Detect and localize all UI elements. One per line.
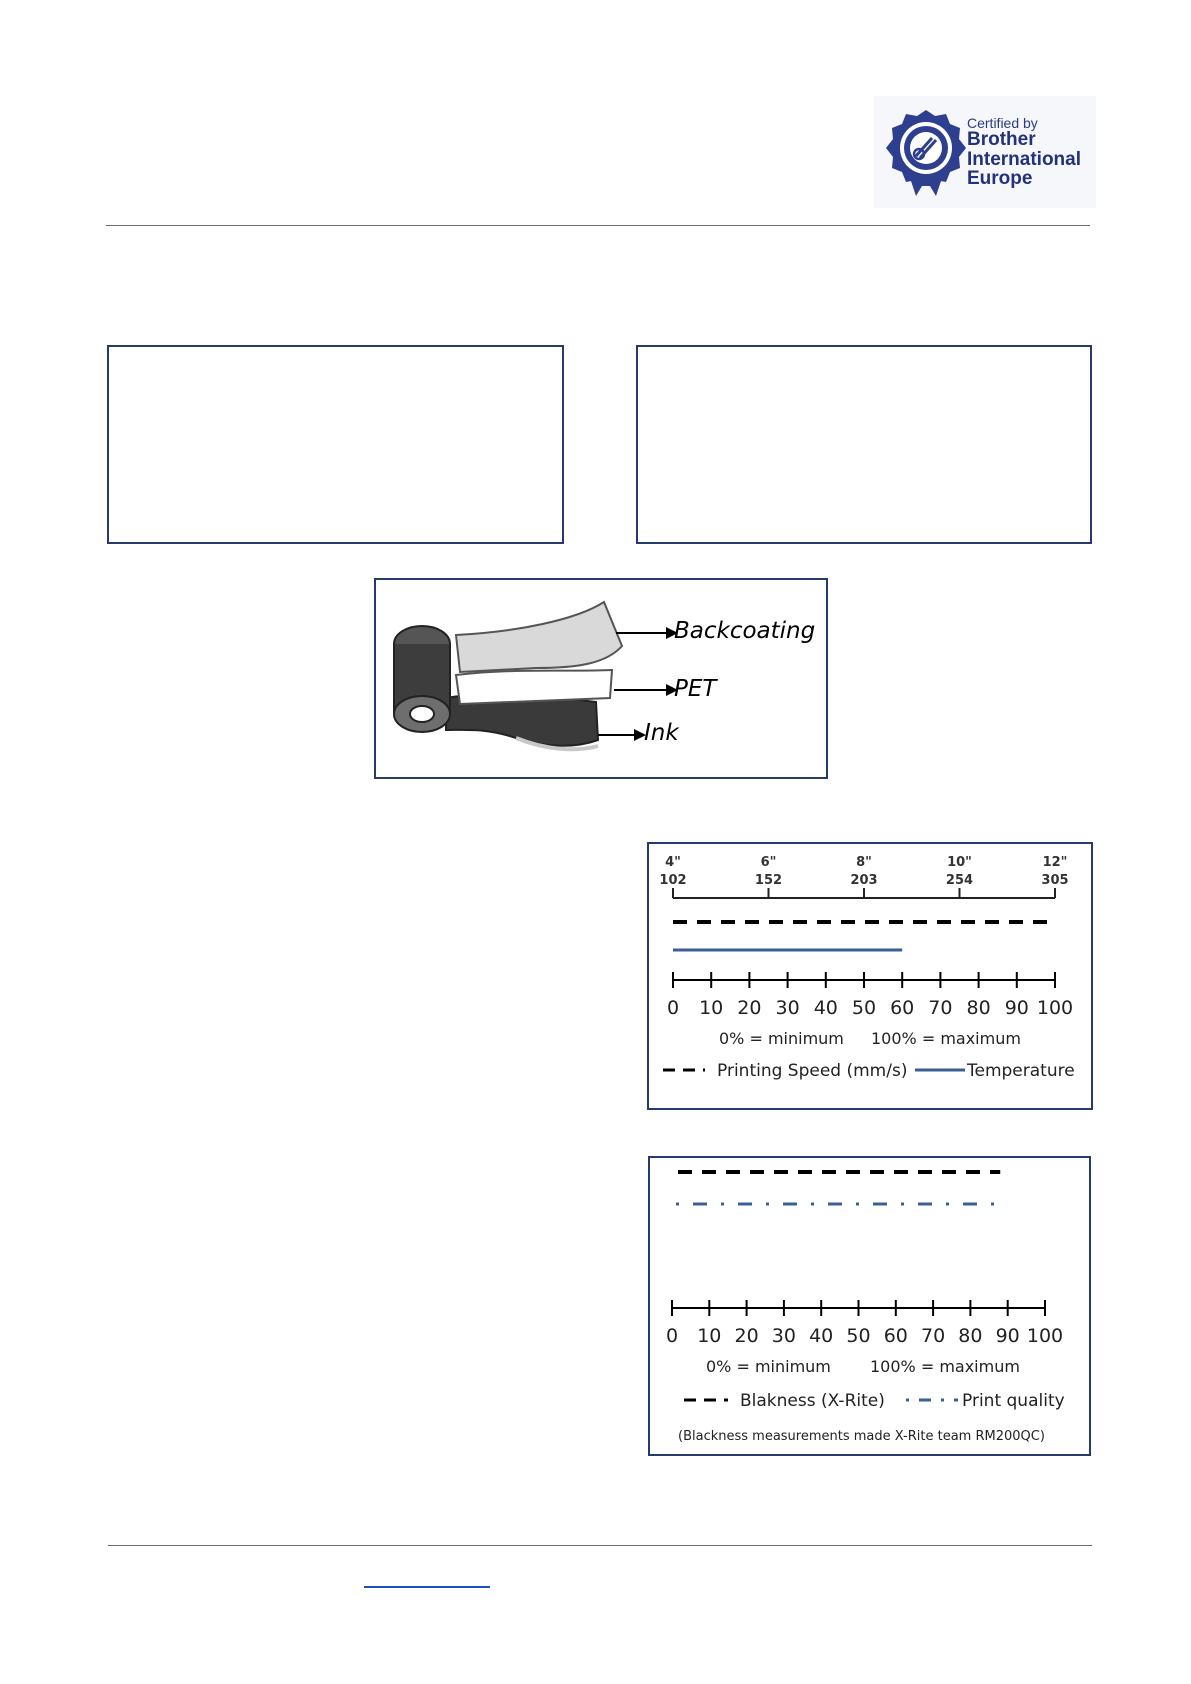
- percent-tick-label: 30: [776, 997, 800, 1019]
- logo-international: International: [967, 148, 1082, 170]
- legend-blackness-label: Blakness (X-Rite): [740, 1391, 885, 1411]
- percent-tick-label: 20: [735, 1325, 759, 1347]
- width-mm-label: 254: [946, 873, 973, 888]
- percent-tick-label: 90: [996, 1325, 1020, 1347]
- pet-label: PET: [674, 676, 717, 702]
- logo-certified-by: Certified by: [967, 115, 1038, 131]
- percent-tick-label: 90: [1005, 997, 1029, 1019]
- legend-temperature-label: Temperature: [966, 1061, 1075, 1081]
- percent-tick-label: 80: [958, 1325, 982, 1347]
- header-divider: [106, 225, 1090, 226]
- percent-tick-label: 30: [772, 1325, 796, 1347]
- width-mm-label: 203: [850, 873, 877, 888]
- chart2-max-note: 100% = maximum: [870, 1357, 1020, 1376]
- certification-logo: Certified by Brother International Europ…: [874, 96, 1096, 208]
- percent-tick-label: 0: [667, 997, 679, 1019]
- chart1-max-note: 100% = maximum: [871, 1029, 1021, 1048]
- chart2-plot: 0 10 20 30 40 50 60 70 80 90 100 0% = minimum 100%…: [666, 1170, 1065, 1444]
- width-mm-label: 305: [1041, 873, 1068, 888]
- chart-speed-temperature: 4" 102 6" 152 8" 203 10" 254 12" 305 0 10 20 30 40 50 6…: [647, 842, 1093, 1110]
- chart-blackness-quality: 0 10 20 30 40 50 60 70 80 90 100 0% = minimum 100%…: [648, 1156, 1091, 1456]
- width-mm-label: 102: [659, 873, 686, 888]
- legend-quality-label: Print quality: [962, 1391, 1065, 1411]
- percent-tick-label: 40: [809, 1325, 833, 1347]
- footer-divider: [108, 1545, 1092, 1546]
- percent-tick-label: 60: [884, 1325, 908, 1347]
- chart1-min-note: 0% = minimum: [719, 1029, 844, 1048]
- legend-speed-label: Printing Speed (mm/s): [717, 1061, 907, 1081]
- percent-tick-label: 50: [852, 997, 876, 1019]
- backcoating-label: Backcoating: [674, 618, 816, 644]
- percent-tick-label: 100: [1037, 997, 1073, 1019]
- width-inch-label: 12": [1043, 855, 1068, 870]
- ribbon-structure-diagram: Backcoating PET Ink: [374, 578, 828, 779]
- width-inch-label: 10": [947, 855, 972, 870]
- percent-tick-label: 70: [921, 1325, 945, 1347]
- width-inch-label: 6": [761, 855, 777, 870]
- percent-tick-label: 60: [890, 997, 914, 1019]
- ribbon-roll-illustration: [393, 600, 678, 752]
- footer-link[interactable]: [364, 1586, 490, 1588]
- percent-tick-label: 20: [737, 997, 761, 1019]
- width-inch-label: 4": [665, 855, 681, 870]
- chart2-note: (Blackness measurements made X-Rite team…: [678, 1429, 1045, 1444]
- percent-tick-label: 40: [814, 997, 838, 1019]
- percent-tick-label: 10: [697, 1325, 721, 1347]
- chart1-plot: 4" 102 6" 152 8" 203 10" 254 12" 305 0 10 20 30 40 50 6…: [659, 855, 1075, 1081]
- width-mm-label: 152: [755, 873, 782, 888]
- percent-tick-label: 100: [1027, 1325, 1063, 1347]
- percent-tick-label: 0: [666, 1325, 678, 1347]
- percent-tick-label: 10: [699, 997, 723, 1019]
- left-info-box: [107, 345, 564, 544]
- right-info-box: [636, 345, 1092, 544]
- certification-badge-icon: [886, 110, 966, 196]
- logo-europe: Europe: [967, 168, 1033, 190]
- chart2-min-note: 0% = minimum: [706, 1357, 831, 1376]
- width-inch-label: 8": [856, 855, 872, 870]
- percent-tick-label: 50: [846, 1325, 870, 1347]
- logo-brother: Brother: [967, 129, 1036, 151]
- percent-tick-label: 80: [967, 997, 991, 1019]
- ink-label: Ink: [644, 720, 679, 746]
- percent-tick-label: 70: [928, 997, 952, 1019]
